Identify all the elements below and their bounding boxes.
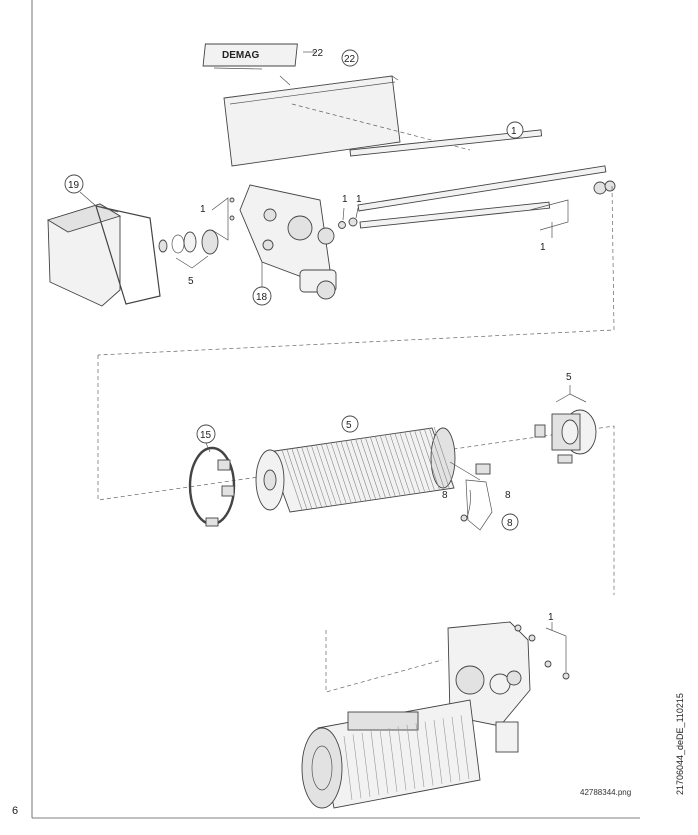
- logo-text: DEMAG: [222, 50, 259, 61]
- motor-fin: [415, 723, 425, 788]
- drum-groove: [433, 426, 455, 488]
- badge-clamp: 15: [196, 424, 216, 444]
- svg-text:5: 5: [346, 420, 352, 431]
- motor-fin: [397, 726, 407, 791]
- motor-bolts: [514, 624, 570, 680]
- drum-groove: [281, 449, 303, 511]
- svg-text:15: 15: [200, 430, 212, 441]
- drum-groove: [384, 434, 406, 495]
- drum-groove: [345, 440, 367, 501]
- motor-fin: [361, 732, 371, 797]
- motor-fin: [424, 721, 434, 786]
- drum-groove: [296, 447, 317, 508]
- badge-rod-top: 1: [506, 121, 524, 139]
- label-bolt-a: 1: [342, 194, 348, 205]
- svg-text:1: 1: [511, 126, 517, 137]
- drum-groove: [340, 441, 362, 502]
- motor-fin: [460, 715, 470, 780]
- drum-groove: [394, 432, 416, 494]
- label-drum-end: 5: [566, 372, 572, 383]
- drum-groove: [325, 443, 347, 504]
- drum-groove: [414, 429, 435, 491]
- svg-text:19: 19: [68, 180, 80, 191]
- drum-groove: [404, 431, 425, 492]
- label-screw-box: 1: [200, 204, 206, 215]
- svg-text:18: 18: [256, 292, 268, 303]
- drum-groove: [350, 439, 371, 500]
- drum-end-flange: [534, 409, 597, 464]
- drum-groove: [399, 432, 420, 493]
- label-rods-bottom: 1: [540, 242, 546, 253]
- gearbox-housing: [239, 184, 337, 300]
- drum-groove: [389, 433, 411, 494]
- label-bearing-set: 5: [188, 276, 194, 287]
- badge-cover: 22: [341, 49, 359, 67]
- drum-groove: [360, 438, 381, 499]
- motor-fins: [343, 715, 470, 801]
- drum-groove: [419, 429, 440, 490]
- drum-groove: [330, 442, 352, 503]
- drum-groove: [409, 430, 430, 491]
- label-motor-bolts: 1: [548, 612, 554, 623]
- label-chain-a: 8: [442, 490, 448, 501]
- drum-groove: [320, 443, 342, 505]
- motor-fin: [379, 729, 389, 794]
- drum-groove: [306, 446, 327, 507]
- rod-top: [349, 129, 543, 157]
- drum-groove: [311, 445, 332, 506]
- bearing-set: [158, 229, 219, 255]
- drum-groove: [335, 441, 357, 502]
- motor-fin: [343, 735, 353, 801]
- label-cover-top: 22: [312, 48, 324, 59]
- electric-motor: [301, 699, 481, 809]
- motor-fin: [406, 724, 416, 789]
- drum-groove: [365, 437, 386, 498]
- label-chain-b: 8: [505, 490, 511, 501]
- badge-housing: 18: [252, 286, 272, 306]
- drum-groove: [423, 428, 445, 489]
- drum-groove: [355, 438, 376, 499]
- motor-fin: [370, 731, 380, 796]
- motor-fin: [433, 719, 443, 785]
- drum-groove: [428, 427, 450, 488]
- drum-groove: [374, 435, 396, 496]
- badge-box-cover: 19: [64, 174, 84, 194]
- drum-groove: [286, 449, 308, 510]
- terminal-box-cover: [46, 203, 161, 307]
- page-number: 6: [12, 805, 18, 817]
- motor-fin: [451, 716, 461, 781]
- logo-plate: DEMAG: [202, 43, 298, 70]
- document-id: 21706044_deDE_110215: [675, 693, 685, 795]
- motor-fin: [442, 718, 452, 783]
- cover-plate: [223, 75, 401, 167]
- svg-text:22: 22: [344, 54, 356, 65]
- label-bolt-b: 1: [356, 194, 362, 205]
- drum-groove: [316, 444, 337, 505]
- image-file-caption: 42788344.png: [580, 788, 631, 797]
- motor-fin: [352, 734, 362, 799]
- svg-text:8: 8: [507, 518, 513, 529]
- badge-drum: 5: [341, 415, 359, 433]
- drum-groove: [301, 446, 322, 508]
- badge-chain-c: 8: [501, 513, 519, 531]
- chain-assembly: [449, 461, 493, 531]
- rod-middle: [357, 165, 616, 229]
- drum-grooves: [281, 426, 455, 511]
- rope-clamp: [188, 446, 236, 527]
- motor-fin: [388, 727, 398, 793]
- drum-groove: [379, 435, 401, 496]
- drum-groove: [369, 436, 391, 497]
- drum-groove: [291, 448, 313, 509]
